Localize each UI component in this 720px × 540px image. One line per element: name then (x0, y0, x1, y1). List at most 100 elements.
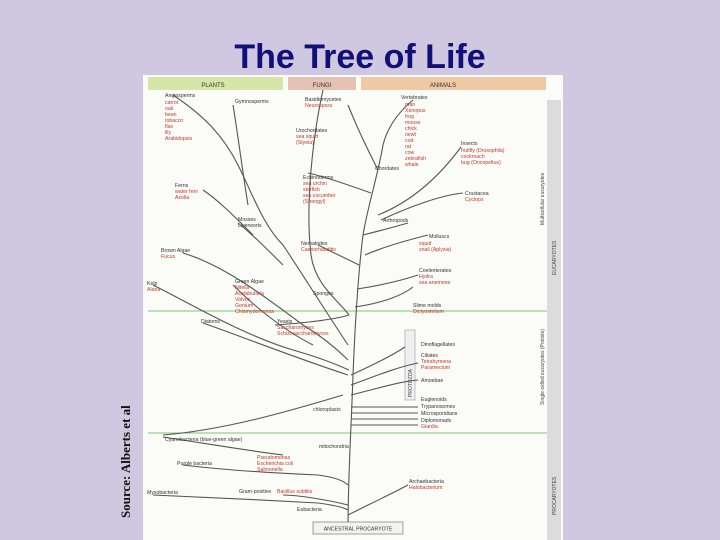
green-algae-member: Nitella (235, 285, 250, 291)
trunk-branch (347, 144, 384, 531)
arthropods-label: Arthropods (383, 218, 409, 224)
mollusc-member: snail (Aplysia) (419, 247, 452, 253)
angiosperm-branch (172, 94, 349, 346)
plants-header-band (148, 77, 283, 90)
ferns-label: Ferns (175, 183, 189, 189)
vertebrate-member: man (405, 102, 415, 108)
ancestral-procaryote-label: ANCESTRAL PROCARYOTE (324, 527, 393, 533)
purple-bacteria-member: Pseudomonas (257, 455, 291, 461)
vertebrate-member: cod (405, 138, 413, 144)
dinoflagellates-label: Dinoflagellates (421, 342, 455, 348)
green-algae-member: Gonium (235, 303, 253, 309)
angiosperm-member: flax (165, 124, 173, 130)
insect-member: fruitfly (Drosophila) (461, 148, 505, 154)
slide-title: The Tree of Life (234, 38, 486, 76)
tree-branches (152, 89, 464, 531)
yeast-member: Saccharomyces (277, 325, 314, 331)
vertebrate-member: cow (405, 150, 414, 156)
euglenoids-label: Euglenoids (421, 397, 447, 403)
purple-bacteria-member: Escherichia coli (257, 461, 293, 467)
angiosperm-member: bean (165, 112, 177, 118)
microsporidia-label: Microsporidians (421, 411, 458, 417)
moss-member: Liverworts (238, 223, 262, 229)
coelenterate-member: sea anemone (419, 280, 451, 286)
angiosperm-member: oak (165, 106, 174, 112)
procaryotes-label: PROCARYOTES (552, 476, 558, 515)
mollusc-member: squid (419, 241, 432, 247)
chordates-label: Chordates (375, 166, 399, 172)
yeast-branch (274, 314, 350, 326)
cyanobacteria-branch (162, 394, 344, 436)
vertebrate-member: rat (405, 144, 412, 150)
vertebrate-branch (382, 99, 414, 146)
angiosperm-member: tobacco (165, 118, 183, 124)
diatom-branch (202, 322, 349, 376)
arthropod-branch (362, 222, 409, 236)
plants-header: PLANTS (201, 83, 224, 89)
basidiomycetes-label: Basidiomycetes (305, 97, 342, 103)
ciliate-member: Tetrahymena (421, 359, 451, 365)
kelp-branch (152, 284, 350, 371)
myxobacteria-branch (152, 494, 349, 511)
single-celled-label: Single-celled eucaryotes (Protists) (540, 329, 546, 405)
vertebrate-member: Xenopus (405, 108, 426, 114)
gymnosperms-label: Gymnosperms (235, 99, 269, 105)
echinoderm-member: starfish (303, 187, 320, 193)
echinoderm-member: sea urchin (303, 181, 327, 187)
coelenterate-member: Hydra (419, 274, 433, 280)
moss-branch (237, 222, 284, 266)
angiosperm-member: lily (165, 130, 171, 136)
urochordates-label: Urochordates (296, 128, 328, 134)
vertebrate-member: newt (405, 132, 417, 138)
animals-header-band (361, 77, 546, 90)
vertebrate-member: whale (405, 162, 419, 168)
coelenterates-label: Coelenterates (419, 268, 452, 274)
gram-positive-label: Gram-positive (239, 489, 271, 495)
slime-mold-branch (354, 286, 414, 308)
crustacea-branch (380, 192, 464, 221)
protozoa-label: PROTOZOA (408, 368, 414, 397)
vertebrate-member: frog (405, 114, 414, 120)
ciliates-label: Ciliates (421, 353, 438, 359)
mitochondria-label: mitochondria (319, 444, 349, 450)
insects-label: Insects (461, 141, 478, 147)
purple-bacteria-member: Salmonella (257, 467, 283, 473)
gram-positive-branch (282, 494, 349, 506)
brown-algae-member: Fucus (161, 254, 176, 260)
nematode-branch (317, 244, 360, 266)
fern-member: water fern (175, 189, 198, 195)
urochordate-member: sea squirt (296, 134, 319, 140)
eubacteria-label: Eubacteria (297, 507, 322, 513)
coelenterate-branch (356, 274, 419, 290)
urochordate-member: (Styela) (296, 140, 314, 146)
kelp-label: Kelp (147, 281, 157, 287)
fern-branch (202, 189, 254, 236)
vertebrate-member: mouse (405, 120, 421, 126)
brown-algae-branch (182, 252, 349, 361)
green-algae-member: Volvox (235, 297, 251, 303)
green-algae-label: Green Algae (235, 279, 264, 285)
source-caption: Source: Alberts et al (118, 405, 133, 518)
kelp-member: Alaria (147, 287, 160, 293)
mollusc-branch (364, 234, 429, 256)
purple-bacteria-label: Purple bacteria (177, 461, 212, 467)
angiosperm-member: carrot (165, 100, 179, 106)
angiosperms-label: Angiosperms (165, 93, 196, 99)
fungi-branch (308, 89, 350, 316)
crustacea-label: Crustacea (465, 191, 489, 197)
eucaryotes-label: EUCARYOTES (552, 240, 558, 275)
tree-diagram: PLANTS FUNGI ANIMALS Multicellular eucar… (147, 77, 561, 540)
insect-member: cockroach (461, 154, 485, 160)
archaebacteria-branch (347, 484, 409, 516)
vertebrates-label: Vertebrates (401, 95, 428, 101)
amoebae-branch (350, 379, 419, 396)
cyanobacteria-root-branch (162, 436, 284, 456)
archaebacteria-member: Halobacterium (409, 485, 442, 491)
animals-header: ANIMALS (430, 83, 456, 89)
ciliate-member: Paramecium (421, 365, 450, 371)
cyanobacteria-label: Cyanobacteria (blue-green algae) (165, 437, 243, 443)
sponges-label: Sponges (313, 291, 334, 297)
trypanosomes-label: Trypanosomes (421, 404, 456, 410)
gram-positive-member: Bacillus subtilis (277, 489, 313, 495)
myxobacteria-label: Myxobacteria (147, 490, 178, 496)
